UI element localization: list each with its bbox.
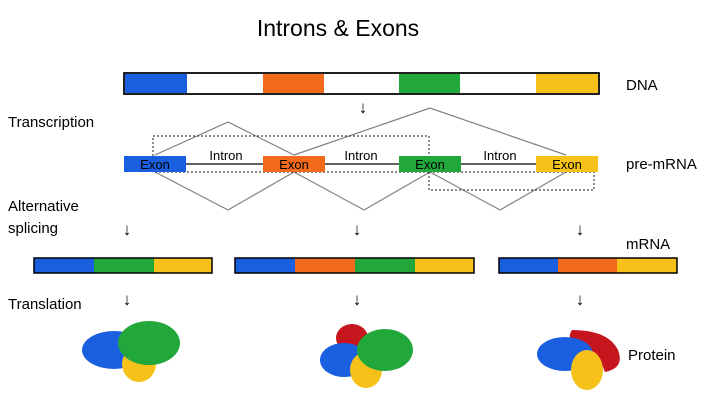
protein-3 (537, 330, 620, 390)
mrna-1-segment-green (94, 258, 154, 273)
pre-mrna-label: pre-mRNA (626, 156, 697, 173)
pre-mrna-intron-2-label: Intron (344, 148, 377, 163)
mrna-variant-3 (498, 257, 678, 274)
dna-bar-outline (123, 72, 600, 95)
dna-exon-blue (125, 74, 187, 93)
pre-mrna-exon-3 (399, 156, 461, 172)
mrna-variant-1 (33, 257, 213, 274)
arrow-splicing-2: ↓ (353, 220, 362, 239)
mrna-2-outline (234, 257, 475, 274)
mrna-label: mRNA (626, 236, 670, 253)
dna-bar (123, 72, 600, 95)
mrna-2-segment-blue (235, 258, 295, 273)
protein-2-green-domain (357, 329, 413, 371)
mrna-2-segment-yellow (415, 258, 474, 273)
arrow-translation-1: ↓ (123, 290, 132, 309)
arrow-splicing-3: ↓ (576, 220, 585, 239)
splice-lines (154, 107, 567, 211)
dotted-box-right (428, 171, 595, 191)
splicing-label: splicing (8, 220, 58, 237)
mrna-1-outline (33, 257, 213, 274)
mrna-3-segment-blue (499, 258, 558, 273)
mrna-3-outline (498, 257, 678, 274)
protein-1-green-domain (118, 321, 180, 365)
mrna-3-segment-orange (558, 258, 617, 273)
protein-3-yellow-domain (571, 350, 603, 390)
dna-exon-orange (263, 74, 324, 93)
mrna-1-segment-yellow (154, 258, 212, 273)
pre-mrna-intron-1-label: Intron (209, 148, 242, 163)
mrna-1-segment-blue (34, 258, 94, 273)
translation-label: Translation (8, 296, 82, 313)
pre-mrna-exon-2 (263, 156, 325, 172)
mrna-3-segment-yellow (617, 258, 677, 273)
pre-mrna-exon-4 (536, 156, 598, 172)
mrna-2-segment-orange (295, 258, 355, 273)
dna-exon-green (399, 74, 460, 93)
pre-mrna-strand: Exon Intron Exon Intron Exon Intron Exon (124, 148, 598, 172)
mrna-2-segment-green (355, 258, 415, 273)
pre-mrna-exon-2-label: Exon (279, 157, 309, 172)
alternative-label: Alternative (8, 198, 79, 215)
transcription-label: Transcription (8, 114, 94, 131)
pre-mrna-exon-1 (124, 156, 186, 172)
pre-mrna-exon-4-label: Exon (552, 157, 582, 172)
protein-2 (320, 324, 413, 388)
dna-label: DNA (626, 77, 658, 94)
mrna-variant-2 (234, 257, 475, 274)
protein-3-red-domain (569, 330, 620, 372)
pre-mrna-exon-3-label: Exon (415, 157, 445, 172)
arrow-splicing-1: ↓ (123, 220, 132, 239)
arrow-translation-3: ↓ (576, 290, 585, 309)
protein-label: Protein (628, 347, 676, 364)
protein-1 (82, 321, 180, 382)
arrow-transcription: ↓ (359, 98, 368, 117)
diagram-title: Introns & Exons (257, 15, 419, 41)
dna-exon-yellow (536, 74, 598, 93)
pre-mrna-intron-3-label: Intron (483, 148, 516, 163)
pre-mrna-exon-1-label: Exon (140, 157, 170, 172)
arrow-translation-2: ↓ (353, 290, 362, 309)
